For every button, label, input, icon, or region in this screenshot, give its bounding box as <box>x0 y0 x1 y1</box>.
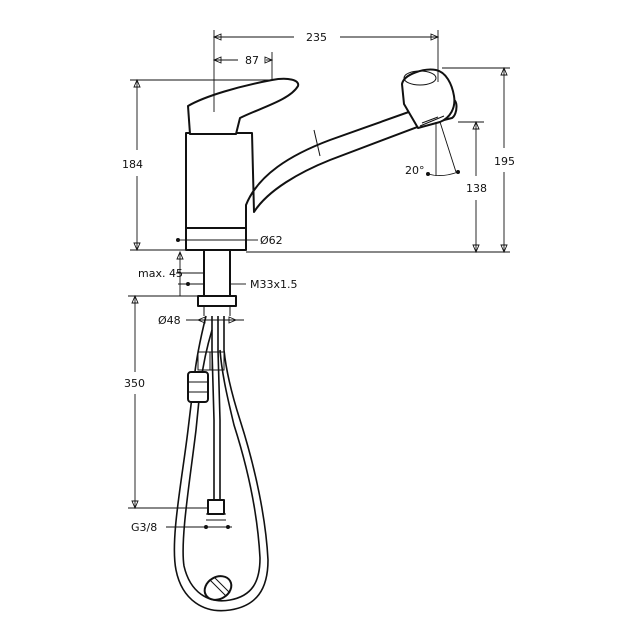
dim-angle: 20° <box>405 164 425 177</box>
dim-diameter-base: Ø62 <box>260 234 283 247</box>
dim-height-body: 184 <box>122 158 143 171</box>
spout-seam <box>313 129 321 157</box>
spray-head-top <box>403 70 437 86</box>
hose-fitting <box>207 499 225 515</box>
pullout-hose-loop <box>173 315 269 612</box>
dim-connection: G3/8 <box>131 521 157 534</box>
dim-max-thickness: max. 45 <box>138 267 183 280</box>
dim-width-total: 235 <box>306 31 327 44</box>
hose-coupling <box>187 371 209 403</box>
faucet-body <box>185 68 458 316</box>
supply-hose <box>211 316 215 500</box>
dim-width-lever: 87 <box>245 54 259 67</box>
dim-height-spray: 138 <box>466 182 487 195</box>
dim-diameter-hole: Ø48 <box>158 314 181 327</box>
hoses <box>173 315 269 612</box>
dim-height-spout: 195 <box>494 155 515 168</box>
dimension-lines <box>128 30 510 529</box>
faucet-spout <box>185 98 458 229</box>
spray-nozzle <box>419 115 445 127</box>
mounting-shank <box>203 249 231 297</box>
mounting-nut <box>197 295 237 307</box>
dim-hose-length: 350 <box>124 377 145 390</box>
faucet-lever <box>187 77 300 135</box>
dim-thread: M33x1.5 <box>250 278 298 291</box>
hose-sleeve <box>197 351 213 371</box>
base-ring <box>185 227 247 251</box>
